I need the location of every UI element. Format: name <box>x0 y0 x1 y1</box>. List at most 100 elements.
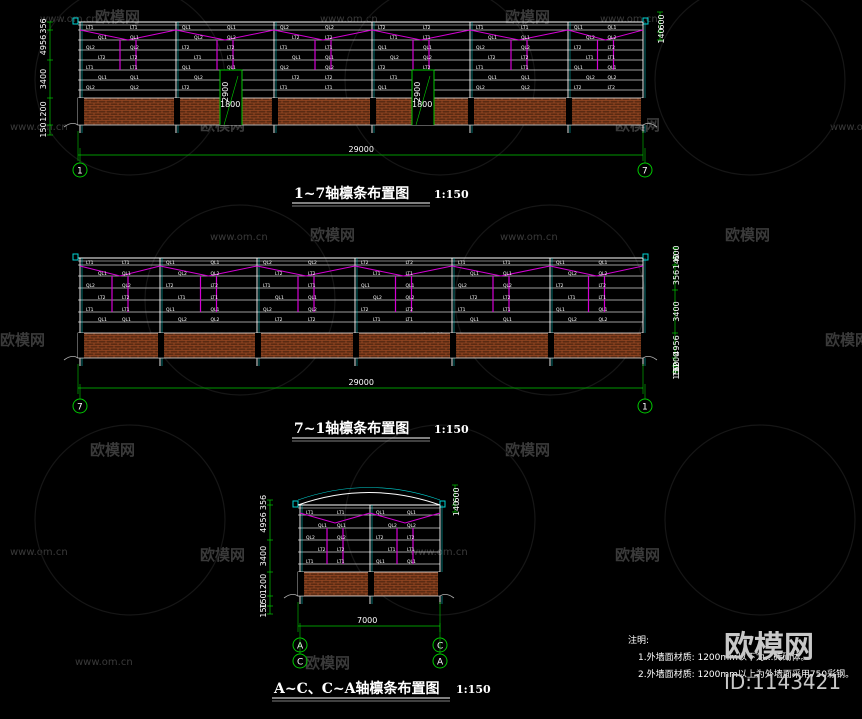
gable-arc-outer <box>297 487 441 501</box>
gutter-left <box>292 500 299 508</box>
purlin-label: QL1 <box>407 559 416 565</box>
axis-label: A <box>437 658 444 668</box>
watermark-brand: 欧模网 <box>310 226 355 244</box>
watermark-url: www.om.cn <box>210 232 268 243</box>
sag-rod <box>412 40 430 70</box>
purlin-label: QL2 <box>211 317 220 323</box>
purlin-label: QL1 <box>227 25 236 31</box>
column-gap <box>468 98 474 125</box>
side-dimension: 356 <box>259 495 268 510</box>
sag-rod <box>396 528 414 564</box>
purlin-label: QL1 <box>166 307 175 313</box>
column-gap <box>368 572 374 596</box>
watermark-ring <box>664 424 856 616</box>
column-gap <box>353 333 359 358</box>
purlin-label: LT1 <box>406 317 414 323</box>
purlin-label: QL1 <box>599 307 608 313</box>
purlin-label: QL1 <box>556 307 565 313</box>
brace-line <box>549 265 644 277</box>
purlin-label: LT1 <box>178 295 186 301</box>
purlin-label: QL2 <box>325 65 334 71</box>
door-leaf <box>223 75 239 126</box>
watermark-brand: 欧模网 <box>200 546 245 564</box>
purlin-label: LT1 <box>280 85 288 91</box>
purlin-label: LT2 <box>608 85 616 91</box>
side-dimension: 150 <box>39 122 48 137</box>
purlin-label: QL2 <box>388 523 397 529</box>
purlin-label: LT2 <box>574 85 582 91</box>
purlin-label: QL2 <box>227 35 236 41</box>
purlin-label: LT1 <box>308 283 316 289</box>
purlin-label: LT2 <box>470 295 478 301</box>
purlin-label: QL2 <box>423 55 432 61</box>
purlin-label: LT1 <box>263 283 271 289</box>
purlin-label: LT1 <box>388 547 396 553</box>
brace-line <box>451 265 551 277</box>
notes-block: 注明: 1.外墙面材质: 1200mm以下为...砖砌体。 2.外墙面材质: 1… <box>628 634 854 680</box>
purlin-label: LT2 <box>376 535 384 541</box>
view-scale: 1:150 <box>434 423 469 436</box>
purlin-label: LT1 <box>608 55 616 61</box>
view-title-1-7: 1~7轴檩条布置图 1:150 <box>292 185 469 207</box>
purlin-label: QL1 <box>182 65 191 71</box>
brace-line <box>369 512 441 524</box>
opening-width: 1800 <box>220 100 240 109</box>
purlin-label: QL2 <box>280 65 289 71</box>
purlin-label: LT2 <box>503 295 511 301</box>
watermark-ring <box>654 0 846 176</box>
purlin-label: QL1 <box>423 45 432 51</box>
purlin-label: LT1 <box>407 547 415 553</box>
purlin-label: QL2 <box>263 307 272 313</box>
watermark-url: www.om.cn <box>75 657 133 668</box>
watermark-url: www.om.cn <box>500 232 558 243</box>
ground-curve-left <box>283 594 299 599</box>
purlin-label: QL1 <box>98 271 107 277</box>
purlin-label: LT1 <box>503 307 511 313</box>
purlin-label: QL1 <box>488 35 497 41</box>
side-dimension: 3400 <box>39 69 48 89</box>
side-dimension: 600 <box>657 14 666 29</box>
purlin-label: QL1 <box>503 271 512 277</box>
purlin-label: LT2 <box>182 45 190 51</box>
brace-line <box>371 29 471 41</box>
brace-line <box>567 29 644 41</box>
purlin-label: QL1 <box>521 35 530 41</box>
watermark-brand: 欧模网 <box>615 546 660 564</box>
stamp-brand: 欧模网 <box>724 630 814 665</box>
purlin-label: QL2 <box>373 295 382 301</box>
purlin-label: QL2 <box>194 35 203 41</box>
sag-rod <box>216 40 234 70</box>
purlin-label: QL1 <box>130 35 139 41</box>
total-dimension: 7000 <box>357 616 377 625</box>
brace-line <box>159 265 258 277</box>
gutter-right <box>642 17 649 25</box>
purlin-label: QL2 <box>608 75 617 81</box>
brace-line <box>469 29 569 41</box>
purlin-label: QL2 <box>263 260 272 266</box>
purlin-label: LT2 <box>378 65 386 71</box>
note-item-1: 1.外墙面材质: 1200mm以下为...砖砌体。 <box>638 651 810 663</box>
purlin-label: LT1 <box>373 271 381 277</box>
purlin-label: LT1 <box>86 307 94 313</box>
purlin-label: QL1 <box>98 35 107 41</box>
purlin-label: LT2 <box>361 307 369 313</box>
purlin-label: LT1 <box>406 271 414 277</box>
purlin-label: LT2 <box>275 317 283 323</box>
watermark-url: www.om.cn <box>40 14 98 25</box>
purlin-label: LT2 <box>292 35 300 41</box>
door-leaf <box>415 75 431 126</box>
sag-rod <box>199 276 218 312</box>
purlin-label: LT2 <box>406 260 414 266</box>
view-scale: 1:150 <box>434 188 469 201</box>
purlin-label: QL1 <box>227 65 236 71</box>
purlin-label: QL1 <box>361 283 370 289</box>
sag-rod <box>587 276 606 312</box>
column-gap <box>78 98 84 125</box>
sag-rod <box>596 40 615 70</box>
purlin-label: QL1 <box>608 25 617 31</box>
purlin-label: LT2 <box>325 35 333 41</box>
brace-line <box>299 512 371 524</box>
purlin-label: QL1 <box>521 75 530 81</box>
